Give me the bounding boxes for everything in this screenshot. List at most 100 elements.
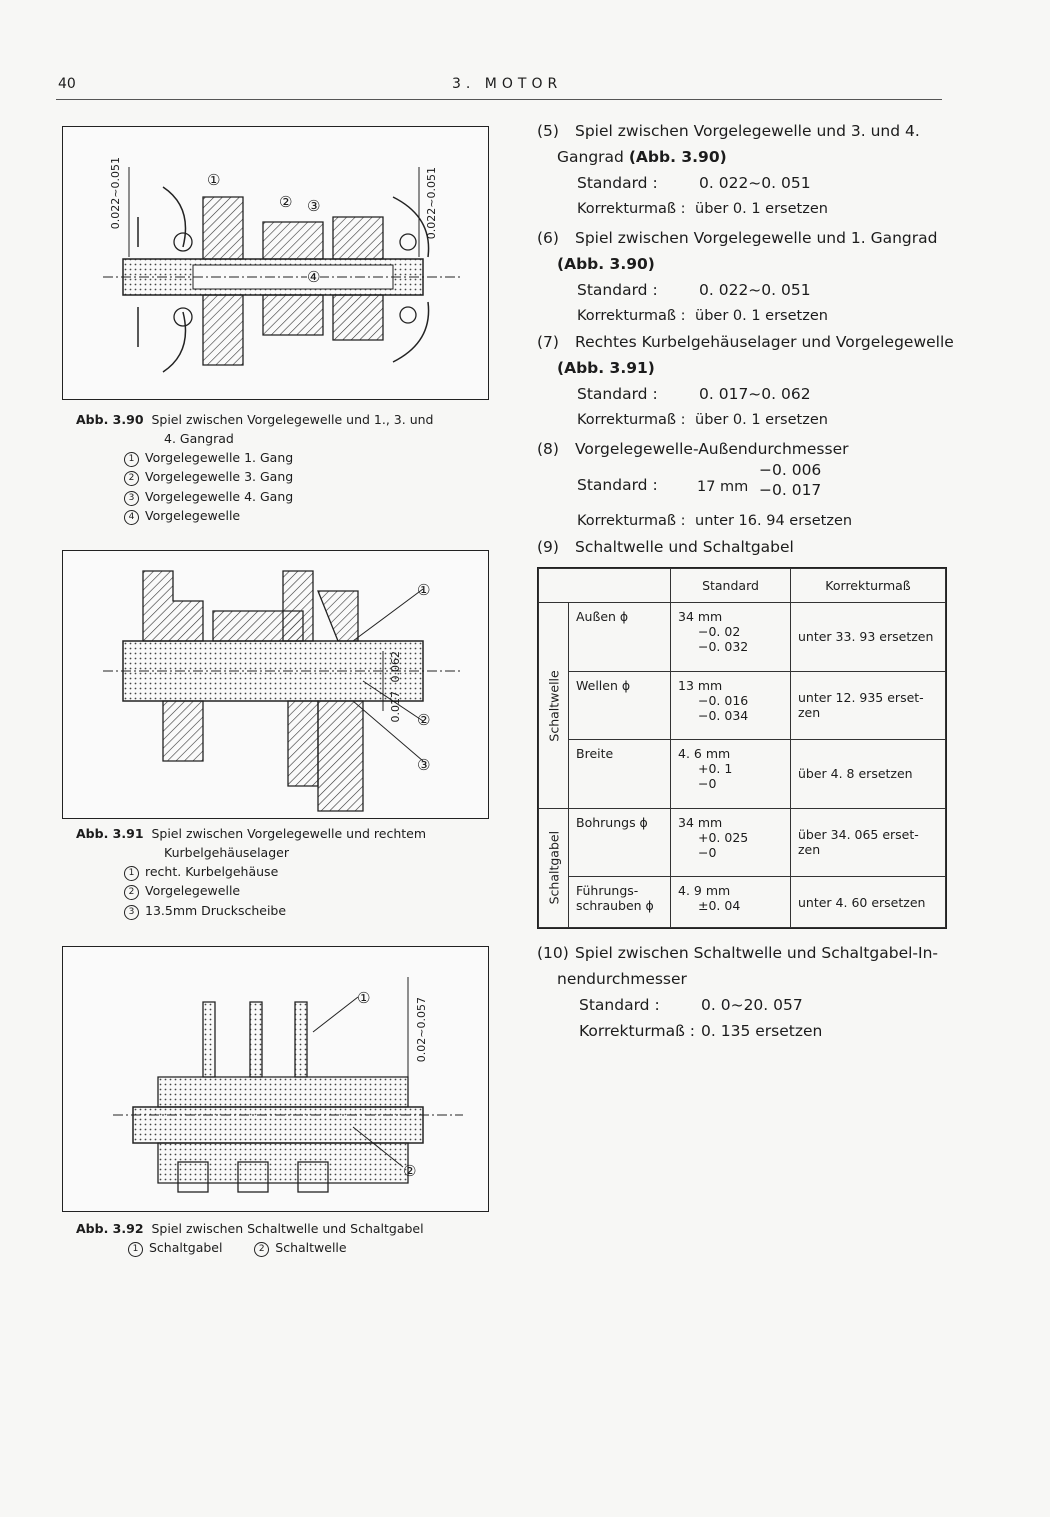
table-row: Breite 4. 6 mm+0. 1−0 über 4. 8 ersetzen	[539, 739, 946, 809]
section-7: (7) Rechtes Kurbelgehäuselager und Vorgel…	[537, 329, 954, 433]
row-standard: 4. 6 mm+0. 1−0	[670, 739, 791, 809]
section-6: (6) Spiel zwischen Vorgelegewelle und 1. …	[537, 225, 949, 329]
fig90-label: Abb. 3.90	[76, 412, 144, 427]
korrektur-label: Korrekturmaß :	[577, 308, 686, 324]
item-title: Spiel zwischen Schaltwelle und Schaltgab…	[575, 944, 939, 962]
row-standard: 13 mm−0. 016−0. 034	[670, 670, 791, 741]
fig92-caption: Abb. 3.92 Spiel zwischen Schaltwelle und…	[76, 1219, 496, 1238]
item-title: Schaltwelle und Schaltgabel	[575, 538, 794, 556]
table-row: Wellen ϕ 13 mm−0. 016−0. 034 unter 12. 9…	[539, 670, 946, 741]
item-number: (8)	[537, 440, 559, 458]
item-title: Spiel zwischen Vorgelegewelle und 1. Gan…	[575, 229, 938, 247]
table-row: Schaltwelle Außen ϕ 34 mm−0. 02−0. 032 u…	[538, 602, 946, 809]
fig92-callout-1: ①	[357, 989, 371, 1007]
table-group-schaltgabel: Schaltgabel	[538, 808, 569, 928]
fig91-caption-line2: Kurbelgehäuselager	[164, 845, 289, 860]
item-title: Rechtes Kurbelgehäuselager und Vorgelege…	[575, 333, 954, 351]
korrektur-value: unter 16. 94 ersetzen	[695, 513, 853, 529]
fig92-caption-text: Spiel zwischen Schaltwelle und Schaltgab…	[151, 1221, 424, 1236]
figure-3-90: 0.022~0.051 0.022~0.051 ① ② ③ ④	[62, 126, 489, 400]
figure-3-91-drawing	[103, 570, 463, 812]
standard-value: 0. 022~0. 051	[699, 174, 811, 192]
table-row: Führungs-schrauben ϕ 4. 9 mm±0. 04 unter…	[539, 876, 946, 928]
row-name: Bohrungs ϕ	[568, 807, 671, 878]
fig92-callout-2: ②	[403, 1162, 417, 1180]
korrektur-label: Korrekturmaß :	[579, 1022, 696, 1040]
item-number: (7)	[537, 333, 559, 351]
fig90-callout-3: ③	[307, 197, 321, 215]
standard-label: Standard :	[577, 174, 658, 192]
korrektur-label: Korrekturmaß :	[577, 513, 686, 529]
spec-table-grid: Standard Korrekturmaß Schaltwelle Außen …	[538, 568, 946, 928]
standard-label: Standard :	[577, 281, 658, 299]
section-10: (10)Spiel zwischen Schaltwelle und Schal…	[537, 940, 949, 1044]
figure-3-92: 0.02~0.057 ① ②	[62, 946, 489, 1212]
row-korrektur: unter 33. 93 ersetzen	[790, 602, 946, 672]
spec-table: Standard Korrekturmaß Schaltwelle Außen …	[537, 567, 947, 929]
row-korrektur: unter 12. 935 erset-zen	[790, 670, 946, 741]
fig90-dim-left: 0.022~0.051	[109, 157, 122, 230]
fig91-callout-2: ②	[417, 711, 431, 729]
item-number: (9)	[537, 538, 559, 556]
fig90-dim-right: 0.022~0.051	[425, 167, 438, 240]
figure-ref: (Abb. 3.90)	[628, 148, 727, 166]
korrektur-value: über 0. 1 ersetzen	[695, 308, 828, 324]
table-row: Schaltgabel Bohrungs ϕ 34 mm+0. 025−0 üb…	[538, 807, 946, 928]
fig92-label: Abb. 3.92	[76, 1221, 144, 1236]
standard-label: Standard :	[577, 385, 658, 403]
row-standard: 34 mm+0. 025−0	[670, 807, 791, 878]
row-korrektur: unter 4. 60 ersetzen	[790, 876, 946, 928]
item-number: (5)	[537, 122, 559, 140]
section-5: (5)Spiel zwischen Vorgelegewelle und 3. …	[537, 118, 949, 222]
standard-value: 17 mm	[697, 479, 749, 495]
row-standard: 34 mm−0. 02−0. 032	[670, 602, 791, 672]
standard-label: Standard :	[579, 996, 660, 1014]
fig91-dim-b: 0.017	[389, 691, 402, 723]
row-name: Wellen ϕ	[568, 670, 671, 741]
row-name: Breite	[568, 739, 671, 809]
fig90-caption-line1: Spiel zwischen Vorgelegewelle und 1., 3.…	[151, 412, 434, 427]
item-number: (6)	[537, 229, 559, 247]
row-name: Führungs-schrauben ϕ	[568, 876, 671, 928]
standard-value: 0. 017~0. 062	[699, 385, 811, 403]
korrektur-label: Korrekturmaß :	[577, 201, 686, 217]
section-8: (8)Vorgelegewelle-Außendurchmesser Stand…	[537, 436, 949, 560]
figure-3-90-drawing	[103, 167, 463, 373]
item-title-cont: nendurchmesser	[557, 970, 687, 988]
page-number: 40	[58, 76, 76, 92]
item-title: Vorgelegewelle-Außendurchmesser	[575, 440, 849, 458]
figure-ref: (Abb. 3.90)	[557, 255, 655, 273]
standard-value: 0. 022~0. 051	[699, 281, 811, 299]
fig91-callout-3: ③	[417, 756, 431, 774]
row-korrektur: über 4. 8 ersetzen	[790, 739, 946, 809]
fig90-caption-line2: 4. Gangrad	[164, 431, 234, 446]
fig91-dim-a: 0.062	[389, 651, 402, 683]
korrektur-value: 0. 135 ersetzen	[701, 1022, 823, 1040]
korrektur-value: über 0. 1 ersetzen	[695, 412, 828, 428]
row-korrektur: über 34. 065 erset-zen	[790, 807, 946, 878]
figure-ref: (Abb. 3.91)	[557, 359, 655, 377]
korrektur-label: Korrekturmaß :	[577, 412, 686, 428]
header-rule	[56, 99, 942, 100]
row-standard: 4. 9 mm±0. 04	[670, 876, 791, 928]
fig91-caption: Abb. 3.91 Spiel zwischen Vorgelegewelle …	[76, 824, 496, 862]
table-header-empty	[538, 568, 671, 603]
fig92-dim: 0.02~0.057	[415, 997, 428, 1063]
fig90-callout-4: ④	[307, 268, 321, 286]
item-title-cont: Gangrad	[557, 148, 629, 166]
figure-3-91: 0.062 0.017 ① ② ③	[62, 550, 489, 819]
row-name: Außen ϕ	[568, 602, 671, 672]
tolerance-lower: −0. 017	[759, 481, 822, 499]
table-group-schaltwelle: Schaltwelle	[538, 602, 569, 809]
korrektur-value: über 0. 1 ersetzen	[695, 201, 828, 217]
table-header-standard: Standard	[670, 568, 791, 603]
